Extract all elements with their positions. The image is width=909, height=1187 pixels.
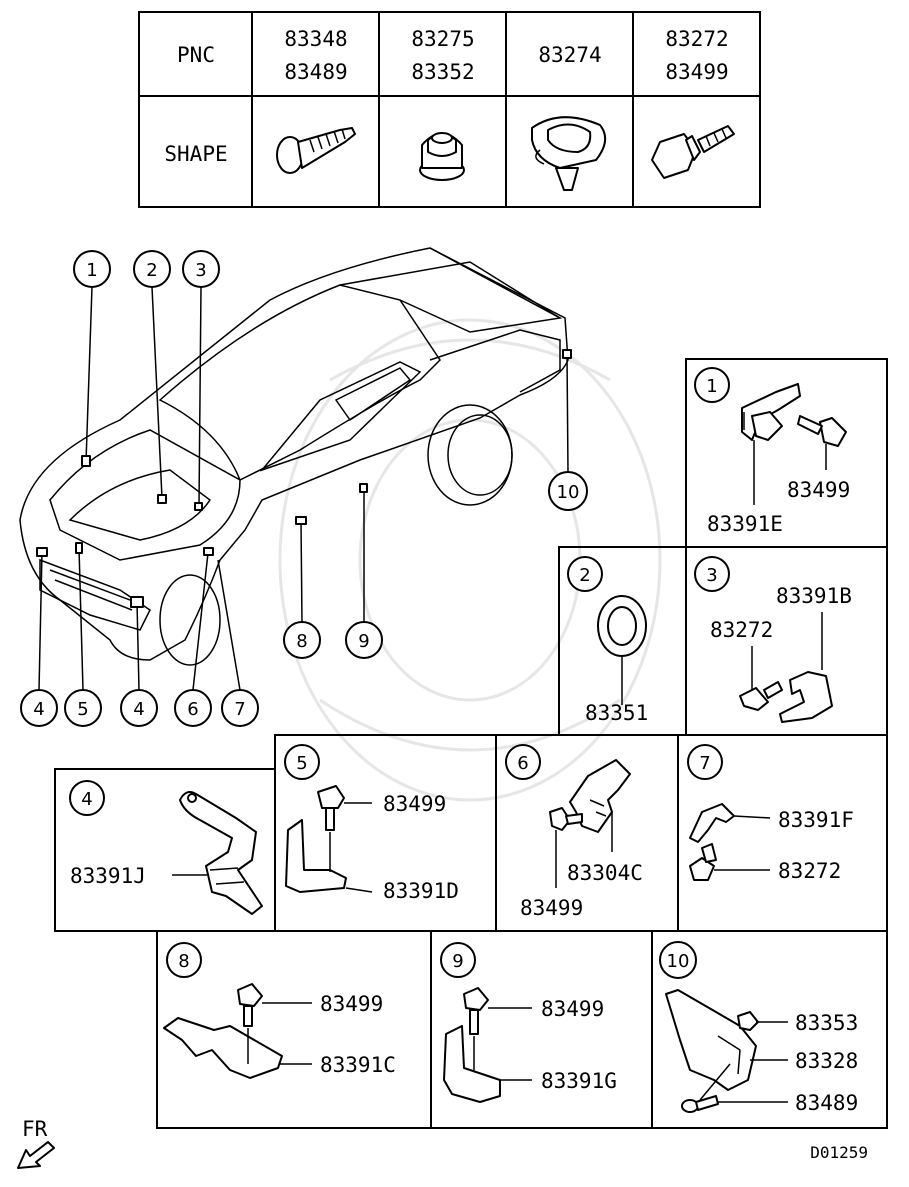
part-label: 83351	[585, 701, 648, 725]
part-label: 83499	[520, 896, 583, 920]
callout-number: 5	[77, 699, 88, 720]
pnc-code: 83272	[665, 27, 728, 51]
callout-circle-6	[174, 689, 212, 727]
part-label: 83272	[778, 859, 841, 883]
callout-leaders	[38, 286, 569, 691]
pnc-code: 83489	[284, 60, 347, 84]
part-label: 83391C	[320, 1053, 396, 1077]
detail-2: 2 83351	[567, 556, 648, 725]
callout-number: 8	[296, 631, 307, 652]
detail-index: 5	[296, 753, 307, 774]
grommet-nut-icon	[419, 132, 465, 181]
front-label: FR	[22, 1117, 48, 1141]
detail-3: 3 83391B 83272	[694, 556, 852, 723]
callout-circle-10	[548, 471, 588, 511]
pnc-code: 83352	[411, 60, 474, 84]
harness-clip-icon	[531, 116, 607, 191]
pnc-code: 83274	[538, 43, 601, 67]
detail-index: 2	[579, 565, 590, 586]
callout-circle-5	[64, 689, 102, 727]
detail-index: 6	[517, 753, 528, 774]
part-label: 83391E	[707, 512, 783, 536]
callout-circle-2	[133, 250, 171, 288]
detail-index: 7	[699, 753, 710, 774]
pnc-code: 83499	[665, 60, 728, 84]
part-label: 83391B	[776, 584, 852, 608]
part-label: 83391F	[778, 808, 854, 832]
front-arrow-icon	[17, 1141, 55, 1169]
part-label: 83272	[710, 618, 773, 642]
callout-number: 7	[234, 699, 245, 720]
part-label: 83499	[383, 792, 446, 816]
detail-10: 10 83353 83328 83489	[659, 941, 858, 1115]
detail-5: 5 83499 83391D	[284, 744, 459, 903]
part-label: 83489	[795, 1091, 858, 1115]
tapping-screw-icon	[276, 127, 356, 174]
shape-header: SHAPE	[164, 142, 227, 166]
callout-circle-9	[345, 621, 383, 659]
callout-number: 6	[187, 699, 198, 720]
callout-number: 1	[86, 260, 97, 281]
detail-4: 4 83391J	[69, 780, 263, 915]
detail-index: 8	[178, 951, 189, 972]
callout-circle-3	[182, 250, 220, 288]
vehicle-illustration	[19, 247, 569, 666]
pnc-code: 83348	[284, 27, 347, 51]
part-label: 83499	[320, 992, 383, 1016]
detail-index: 10	[667, 951, 690, 972]
diagram-code: D01259	[810, 1143, 868, 1162]
part-label: 83353	[795, 1011, 858, 1035]
part-label: 83328	[795, 1049, 858, 1073]
part-label: 83391J	[70, 864, 146, 888]
detail-7: 7 83391F 83272	[687, 744, 854, 883]
clamp-markers	[36, 349, 572, 608]
pnc-code: 83275	[411, 27, 474, 51]
callout-number: 2	[146, 260, 157, 281]
callout-number: 4	[33, 699, 44, 720]
detail-index: 4	[81, 789, 92, 810]
callout-circle-8	[283, 621, 321, 659]
background-emblem	[278, 318, 662, 802]
detail-index: 9	[452, 951, 463, 972]
front-indicator: FR	[17, 1117, 55, 1169]
pnc-table: PNC SHAPE 83348 83489 83275 83352 83274 …	[138, 11, 761, 208]
part-label: 83304C	[567, 861, 643, 885]
detail-9: 9 83499 83391G	[440, 942, 617, 1103]
detail-index: 1	[706, 376, 717, 397]
flange-bolt-icon	[651, 125, 735, 179]
callout-circle-7	[221, 689, 259, 727]
part-label: 83499	[787, 478, 850, 502]
callout-number: 3	[195, 260, 206, 281]
part-label: 83499	[541, 997, 604, 1021]
callout-circle-4	[20, 689, 58, 727]
detail-frames	[54, 358, 888, 1129]
callout-number: 4	[133, 699, 144, 720]
callout-number: 9	[358, 631, 369, 652]
callout-circle-4b	[120, 689, 158, 727]
part-label: 83391G	[541, 1069, 617, 1093]
part-label: 83391D	[383, 879, 459, 903]
callout-circle-1	[73, 250, 111, 288]
detail-8: 8 83499 83391C	[163, 942, 396, 1079]
callout-number: 10	[557, 482, 580, 503]
detail-1: 1 83499 83391E	[694, 367, 850, 536]
detail-6: 6 83304C 83499	[505, 744, 643, 920]
detail-index: 3	[706, 565, 717, 586]
pnc-header: PNC	[177, 43, 215, 67]
callout-bubbles: 1 2 3 4 5 4 6 7 8 9 10	[20, 250, 588, 727]
